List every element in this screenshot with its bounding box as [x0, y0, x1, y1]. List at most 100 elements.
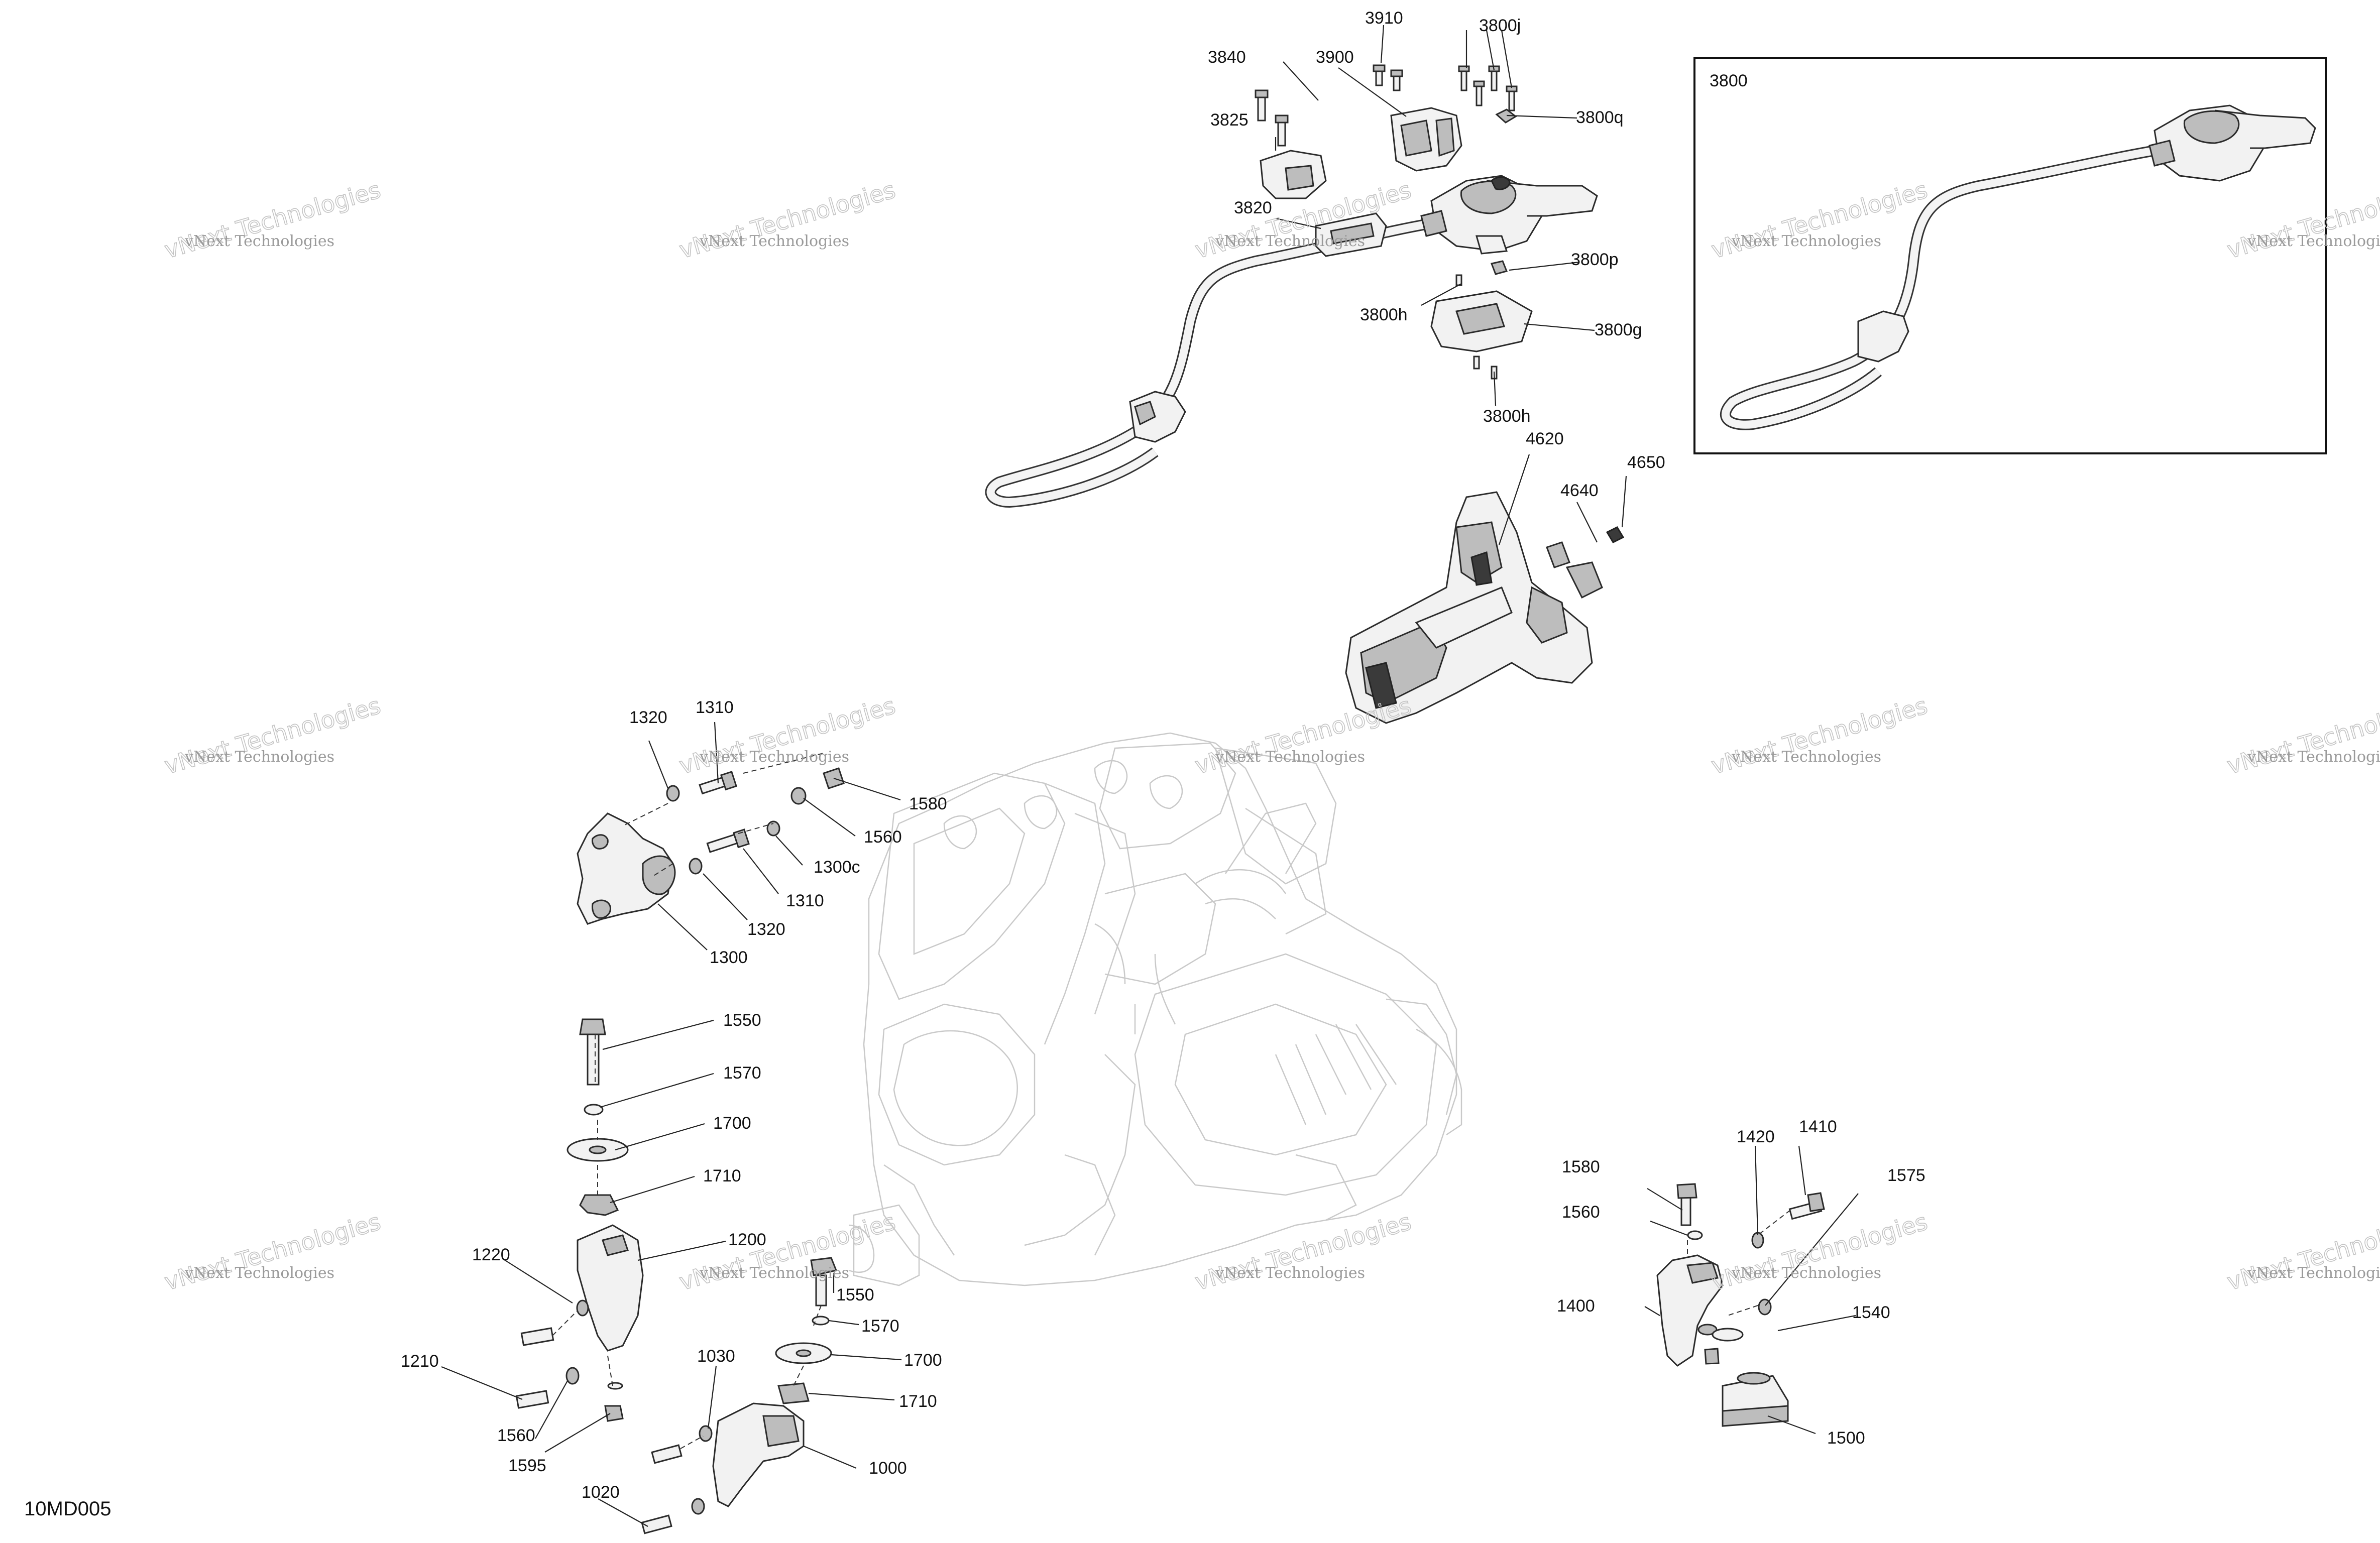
part-label: 1540 [1852, 1303, 1890, 1322]
part-label: 1560 [864, 827, 902, 847]
pump-cover-3900 [1390, 107, 1462, 172]
part-label: 1570 [861, 1317, 899, 1336]
part-label: 1300 [710, 948, 748, 967]
part-label: 1310 [786, 891, 824, 910]
svg-text:vNext Technologies: vNext Technologies [1215, 748, 1365, 766]
svg-text:vNext Technologies: vNext Technologies [1731, 1264, 1881, 1282]
part-label: 1420 [1737, 1127, 1775, 1146]
bracket-3825 [1260, 150, 1327, 199]
part-label: 1300c [814, 858, 860, 877]
engine-mount-1200 [515, 1018, 644, 1422]
svg-text:vNext Technologies: vNext Technologies [162, 692, 384, 779]
part-label: 3900 [1316, 48, 1354, 67]
watermark: vNext Technologies vNext Technologies [1192, 691, 1415, 780]
part-label: 3800g [1595, 320, 1642, 339]
svg-text:vNext Technologies: vNext Technologies [699, 232, 849, 250]
part-label: 1220 [472, 1245, 510, 1264]
svg-text:vNext Technologies: vNext Technologies [2224, 692, 2380, 779]
svg-text:vNext Technologies: vNext Technologies [2224, 176, 2380, 264]
svg-text:vNext Technologies: vNext Technologies [184, 1264, 334, 1282]
part-label: 1570 [723, 1063, 761, 1083]
part-label: 1200 [728, 1230, 766, 1249]
watermark: vNext Technologies vNext Technologies [2224, 1208, 2380, 1296]
part-label: 3800p [1571, 250, 1619, 269]
svg-text:vNext Technologies: vNext Technologies [699, 1264, 849, 1282]
part-label: 3800j [1479, 16, 1521, 35]
watermark: vNext Technologies vNext Technologies [2224, 176, 2380, 264]
watermark: vNext Technologies vNext Technologies [161, 1208, 384, 1296]
inset-title: 3800 [1710, 71, 1748, 90]
part-label: 1580 [909, 794, 947, 813]
part-label: 3825 [1210, 110, 1249, 130]
part-label: 1550 [836, 1285, 874, 1304]
mount-plate-3800g [1430, 290, 1533, 352]
part-label: 3800h [1483, 407, 1531, 426]
svg-text:vNext Technologies: vNext Technologies [676, 1208, 898, 1295]
inset-3800-panel [1693, 57, 2327, 454]
engine-mount-1300 [577, 753, 845, 925]
svg-text:vNext Technologies: vNext Technologies [2247, 232, 2380, 250]
leader-lines [441, 25, 1859, 1527]
svg-text:vNext Technologies: vNext Technologies [1192, 1208, 1414, 1295]
svg-text:vNext Technologies: vNext Technologies [2224, 1208, 2380, 1295]
svg-text:vNext Technologies: vNext Technologies [184, 232, 334, 250]
svg-text:vNext Technologies: vNext Technologies [1709, 1208, 1931, 1295]
part-label: 1210 [401, 1352, 439, 1371]
svg-text:vNext Technologies: vNext Technologies [162, 1208, 384, 1295]
fuel-pump-module-assembly [985, 175, 1598, 508]
svg-text:vNext Technologies: vNext Technologies [184, 748, 334, 766]
svg-text:vNext Technologies: vNext Technologies [1709, 176, 1931, 264]
part-label: 3820 [1234, 198, 1272, 217]
watermark: vNext Technologies vNext Technologies [1708, 691, 1931, 780]
part-label: 4620 [1526, 429, 1564, 448]
svg-text:vNext Technologies: vNext Technologies [1192, 692, 1414, 779]
part-label: 1410 [1799, 1117, 1837, 1136]
watermark: vNext Technologies vNext Technologies [676, 176, 899, 264]
watermark: vNext Technologies vNext Technologies [676, 1208, 899, 1296]
engine-block-outline [848, 732, 1462, 1286]
svg-text:vNext Technologies: vNext Technologies [2247, 1264, 2380, 1282]
part-label: 1575 [1887, 1166, 1925, 1185]
svg-text:vNext Technologies: vNext Technologies [162, 176, 384, 264]
part-label: 1320 [747, 920, 785, 939]
part-label: 1710 [899, 1392, 937, 1411]
part-label: 1700 [904, 1351, 942, 1370]
part-label: 1710 [703, 1166, 741, 1185]
part-label: 1320 [629, 708, 667, 727]
part-labels: 3800 3910 3800j 3840 3900 3800q 3825 382… [24, 9, 1925, 1520]
part-label: 1020 [582, 1483, 620, 1502]
part-label: 1700 [713, 1114, 751, 1133]
watermark: vNext Technologies vNext Technologies [1192, 1208, 1415, 1296]
part-label: 1595 [508, 1456, 546, 1475]
part-label: 1000 [869, 1459, 907, 1478]
part-label: 3800q [1576, 108, 1624, 127]
svg-text:vNext Technologies: vNext Technologies [1731, 748, 1881, 766]
clamp-3820 [1315, 212, 1387, 257]
engine-mount-1000 [641, 1257, 838, 1534]
part-label: 1560 [1562, 1203, 1600, 1222]
svg-text:vNext Technologies: vNext Technologies [2247, 748, 2380, 766]
svg-text:vNext Technologies: vNext Technologies [1215, 232, 1365, 250]
watermark: vNext Technologies vNext Technologies [2224, 691, 2380, 780]
part-label: 1310 [696, 698, 734, 717]
watermark: vNext Technologies vNext Technologies [161, 691, 384, 780]
part-label: 1030 [697, 1347, 735, 1366]
diagram-code: 10MD005 [24, 1498, 111, 1520]
part-label: 1500 [1827, 1429, 1865, 1448]
svg-text:vNext Technologies: vNext Technologies [676, 176, 898, 264]
part-label: 3840 [1208, 48, 1246, 67]
part-label: 3800h [1360, 305, 1408, 324]
watermark: vNext Technologies vNext Technologies [161, 176, 384, 264]
svg-text:vNext Technologies: vNext Technologies [699, 748, 849, 766]
part-label: 3910 [1365, 9, 1403, 28]
part-label: 1550 [723, 1011, 761, 1030]
part-label: 4640 [1560, 481, 1599, 500]
part-label: 1400 [1557, 1296, 1595, 1316]
part-label: 1580 [1562, 1157, 1600, 1176]
part-label: 1560 [497, 1426, 535, 1445]
watermark: vNext Technologies vNext Technologies [1708, 1208, 1931, 1296]
svg-text:vNext Technologies: vNext Technologies [1215, 1264, 1365, 1282]
svg-text:vNext Technologies: vNext Technologies [1709, 692, 1931, 779]
svg-text:vNext Technologies: vNext Technologies [1731, 232, 1881, 250]
